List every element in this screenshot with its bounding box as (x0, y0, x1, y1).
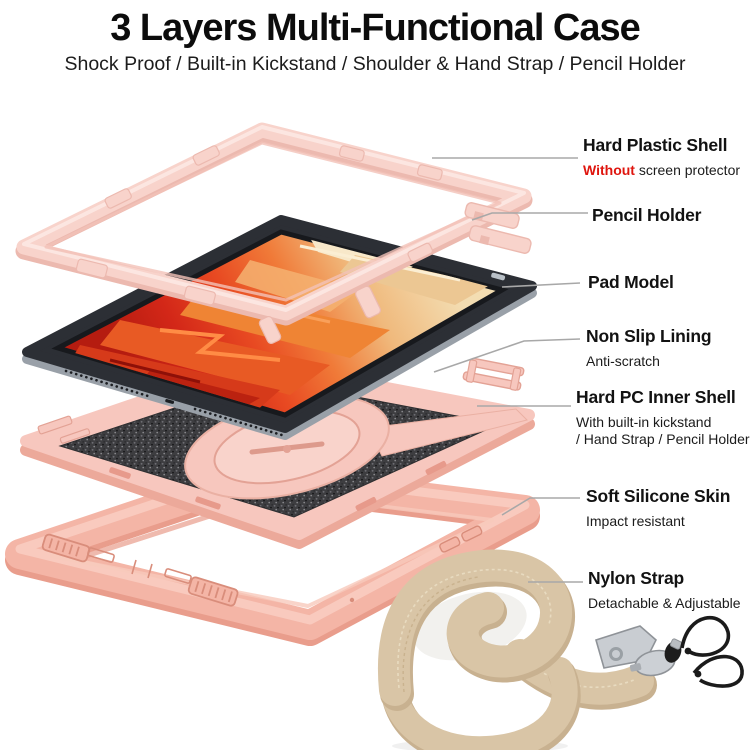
callout-title: Pad Model (588, 272, 674, 292)
callout-note-line1: With built-in kickstand (576, 414, 712, 430)
callout-title: Hard PC Inner Shell (576, 387, 736, 407)
callout-hard-plastic-shell: Hard Plastic Shell Without screen protec… (583, 135, 740, 179)
page-subtitle: Shock Proof / Built-in Kickstand / Shoul… (64, 53, 686, 75)
callout-note: Without screen protector (583, 162, 740, 179)
page-title: 3 Layers Multi-Functional Case (110, 7, 641, 49)
callout-title: Hard Plastic Shell (583, 135, 728, 155)
callout-title: Pencil Holder (592, 205, 702, 225)
callout-pad-model: Pad Model (588, 272, 674, 292)
skin-grille (187, 576, 239, 607)
nylon-strap-part (378, 549, 744, 750)
hard-pc-inner-shell-part (20, 357, 535, 549)
leader-pencil-holder (471, 212, 588, 221)
callout-note-accent: Without (583, 162, 635, 178)
leader-pad-model (501, 282, 581, 288)
callout-title: Non Slip Lining (586, 326, 712, 346)
callout-title: Soft Silicone Skin (586, 486, 731, 506)
speaker-holes (64, 369, 287, 438)
callout-non-slip-lining: Non Slip Lining Anti-scratch (586, 326, 712, 370)
skin-grille (41, 533, 91, 563)
callout-pencil-holder: Pencil Holder (592, 205, 701, 225)
metal-clip-icon (595, 625, 676, 677)
callout-title: Nylon Strap (588, 568, 685, 588)
callout-note: Impact resistant (586, 513, 685, 529)
leader-soft-silicone-skin (501, 497, 580, 516)
callout-nylon-strap: Nylon Strap Detachable & Adjustable (588, 568, 741, 612)
side-button (491, 272, 506, 281)
strap-cord-loops (664, 615, 744, 688)
callout-hard-pc-inner-shell: Hard PC Inner Shell With built-in kickst… (576, 387, 750, 447)
pencil-cage (462, 357, 525, 391)
callout-note: Anti-scratch (586, 353, 660, 369)
callout-note-rest: screen protector (634, 162, 741, 178)
header: 3 Layers Multi-Functional Case Shock Pro… (0, 0, 750, 75)
callout-note: With built-in kickstand / Hand Strap / P… (576, 414, 750, 447)
callout-note-line2: / Hand Strap / Pencil Holder (576, 430, 750, 447)
callout-soft-silicone-skin: Soft Silicone Skin Impact resistant (586, 486, 730, 530)
leader-lines (432, 157, 588, 583)
callout-note: Detachable & Adjustable (588, 595, 741, 611)
leader-non-slip-lining (433, 338, 581, 373)
